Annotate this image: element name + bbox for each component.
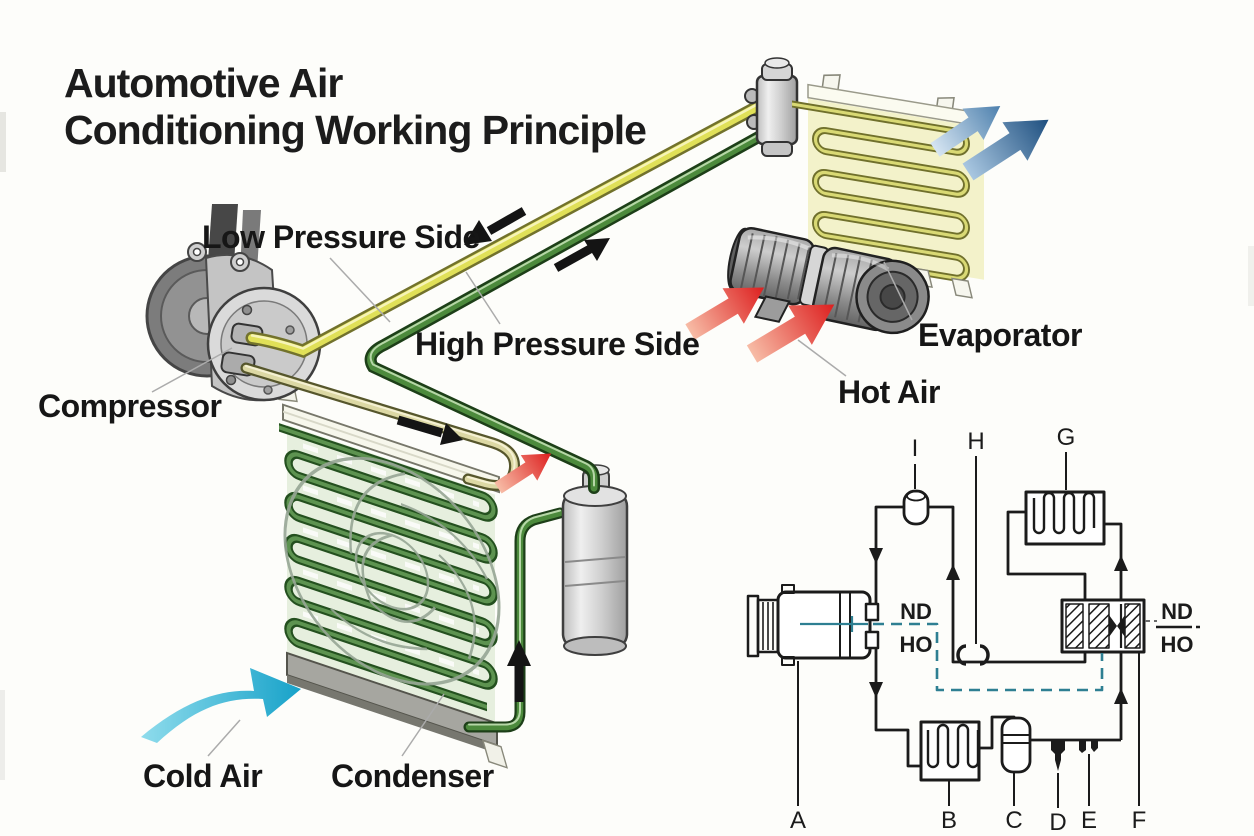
label-hot-air: Hot Air — [838, 374, 940, 410]
callout-letter-d: D — [1049, 809, 1066, 836]
low-pressure-flow-arrow — [486, 207, 527, 235]
schematic-service-valve — [1079, 739, 1098, 753]
condenser-foot — [481, 739, 509, 769]
condenser-fins — [303, 443, 479, 676]
receiver-body — [561, 490, 629, 650]
label-condenser: Condenser — [331, 758, 494, 794]
condenser-base-shadow — [287, 675, 497, 754]
title-line-1: Automotive Air — [64, 60, 343, 106]
schematic-condenser-coil — [919, 720, 981, 782]
callout-letter-c: C — [1005, 807, 1022, 834]
schematic-callout-leaders — [797, 452, 1140, 808]
callout-letter-f: F — [1132, 807, 1147, 834]
callout-letter-i: I — [912, 435, 919, 462]
schematic-compressor — [746, 584, 880, 666]
label-compressor: Compressor — [38, 388, 222, 424]
callout-letter-h: H — [967, 428, 984, 455]
label-evaporator: Evaporator — [918, 317, 1082, 353]
valve-label-right-bottom: HO — [1161, 632, 1194, 657]
schematic-sensing-line — [873, 622, 1104, 692]
high-pressure-flow-arrow — [553, 245, 593, 272]
schematic-evap-in-line — [1104, 522, 1123, 740]
callout-letter-g: G — [1057, 424, 1076, 451]
schematic-discharge-line — [868, 639, 921, 768]
valve-body — [755, 74, 799, 146]
label-high-pressure-side: High Pressure Side — [415, 326, 699, 362]
schematic-sight-glass — [1051, 740, 1065, 771]
schematic-expansion-valve-block — [1060, 598, 1146, 654]
callout-letter-e: E — [1081, 807, 1097, 834]
valve-label-right-top: ND — [1161, 599, 1193, 624]
edge-artifact — [1248, 246, 1254, 306]
cold-air-arrow — [141, 668, 301, 743]
callout-letter-b: B — [941, 807, 957, 834]
schematic-receiver — [1000, 716, 1032, 774]
evaporator-foot — [951, 277, 973, 299]
flow-arrows — [396, 207, 610, 702]
condenser-unit — [274, 379, 509, 769]
label-cold-air: Cold Air — [143, 758, 262, 794]
condenser-flow-arrow — [396, 415, 444, 438]
expansion-valve — [744, 57, 799, 157]
label-low-pressure-side: Low Pressure Side — [202, 219, 480, 255]
schematic-suction-valve — [956, 644, 990, 666]
schematic-diagram: A B C D E F I H G ND HO ND HO — [746, 424, 1200, 836]
valve-label-left-top: ND — [900, 599, 932, 624]
schematic-muffler — [902, 489, 930, 526]
schematic-evaporator-coil — [1024, 490, 1106, 546]
blower-motor — [727, 226, 930, 335]
edge-artifact — [0, 690, 5, 780]
callout-letter-a: A — [790, 807, 806, 834]
schematic-flow-arrows — [869, 548, 1128, 704]
valve-label-left-bottom: HO — [900, 632, 933, 657]
leader-lines — [151, 257, 913, 757]
title-line-2: Conditioning Working Principle — [64, 107, 646, 153]
blower-foot — [753, 295, 791, 323]
condenser-fan — [283, 456, 501, 686]
schematic-evap-out-line — [1006, 510, 1087, 604]
edge-artifact — [0, 112, 6, 172]
